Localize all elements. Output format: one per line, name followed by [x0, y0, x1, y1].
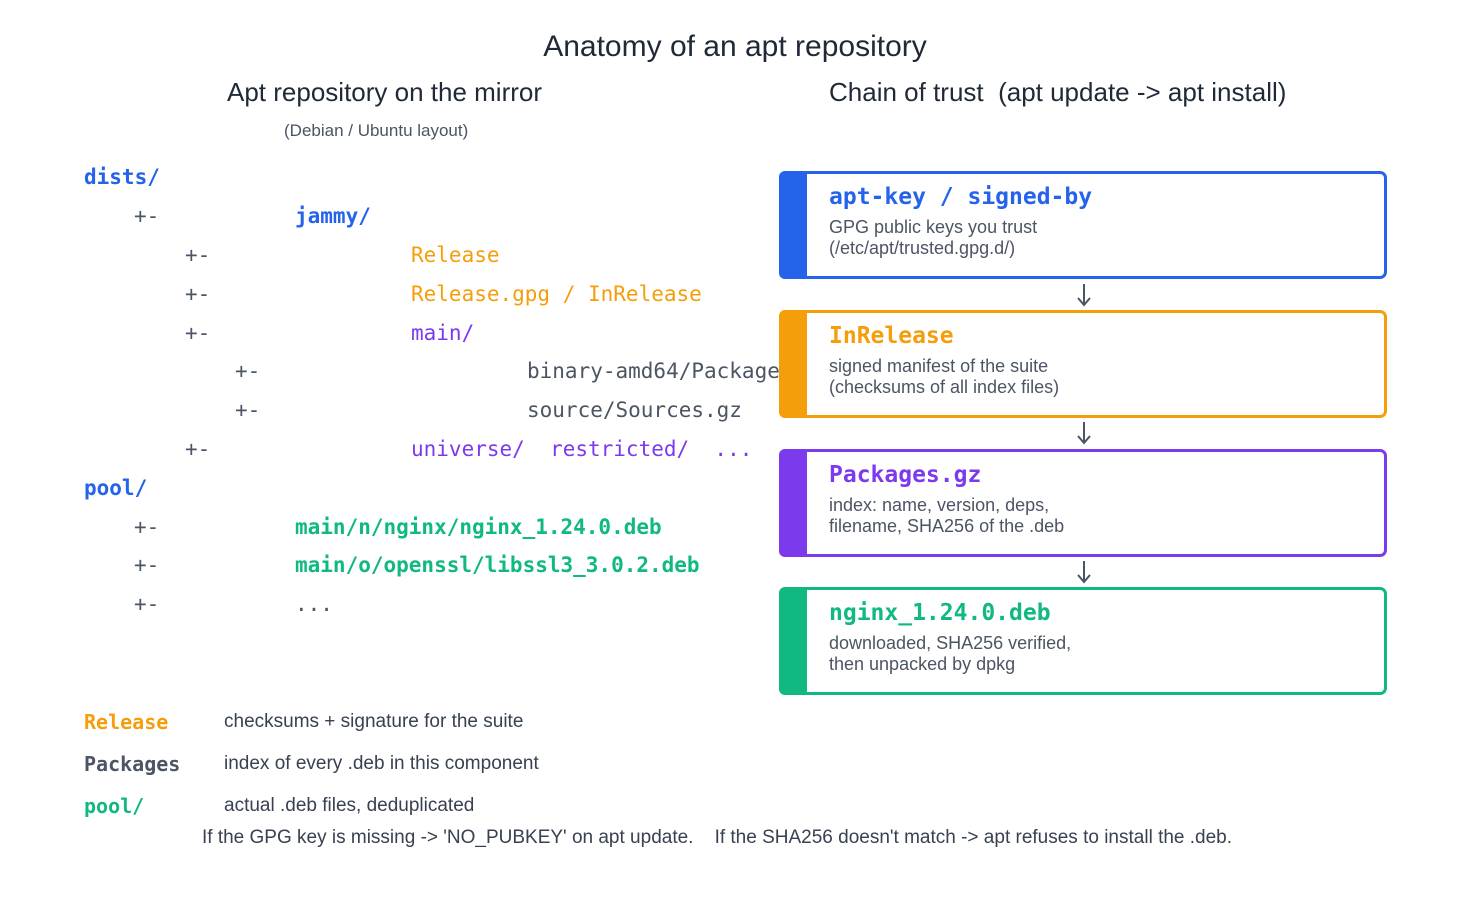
tree-node-dists: dists/ [84, 165, 160, 189]
tree-branch: +- [134, 553, 160, 577]
down-arrow-icon [1077, 422, 1091, 445]
down-arrow-icon [1077, 561, 1091, 584]
trust-card-keys: apt-key / signed-by GPG public keys you … [779, 171, 1387, 279]
tree-node-nginx-deb: main/n/nginx/nginx_1.24.0.deb [295, 515, 662, 539]
card-description: signed manifest of the suite (checksums … [829, 356, 1060, 397]
tree-node-libssl-deb: main/o/openssl/libssl3_3.0.2.deb [295, 553, 700, 577]
legend-desc-release: checksums + signature for the suite [224, 711, 524, 732]
card-description: index: name, version, deps, filename, SH… [829, 495, 1065, 536]
left-subheading: (Debian / Ubuntu layout) [284, 121, 469, 140]
right-heading: Chain of trust (apt update -> apt instal… [829, 77, 1287, 107]
tree-node-other-components: universe/ restricted/ ... [411, 437, 753, 461]
legend-key-pool: pool/ [84, 794, 145, 818]
card-description: GPG public keys you trust (/etc/apt/trus… [829, 217, 1038, 258]
card-accent-bar [779, 171, 807, 279]
tree-node-release-gpg: Release.gpg / InRelease [411, 282, 702, 306]
tree-branch: +- [134, 515, 160, 539]
tree-branch: +- [134, 592, 160, 616]
tree-branch: +- [185, 321, 211, 345]
card-title: apt-key / signed-by [829, 184, 1093, 210]
card-title: InRelease [829, 323, 954, 349]
card-title: Packages.gz [829, 462, 982, 488]
card-title: nginx_1.24.0.deb [829, 600, 1051, 626]
tree-node-jammy: jammy/ [295, 204, 371, 228]
page-title: Anatomy of an apt repository [543, 30, 927, 63]
legend-desc-packages: index of every .deb in this component [224, 753, 539, 774]
down-arrow-icon [1077, 284, 1091, 307]
card-accent-bar [779, 587, 807, 695]
tree-node-main: main/ [411, 321, 475, 345]
legend-key-packages: Packages [84, 752, 181, 776]
tree-branch: +- [134, 204, 160, 228]
footer-note: If the GPG key is missing -> 'NO_PUBKEY'… [202, 827, 1233, 848]
trust-card-deb: nginx_1.24.0.deb downloaded, SHA256 veri… [779, 587, 1387, 695]
tree-branch: +- [235, 359, 261, 383]
legend-desc-pool: actual .deb files, deduplicated [224, 795, 475, 816]
tree-branch: +- [235, 398, 261, 422]
trust-card-inrelease: InRelease signed manifest of the suite (… [779, 310, 1387, 418]
card-description: downloaded, SHA256 verified, then unpack… [829, 633, 1072, 674]
tree-node-release: Release [411, 243, 500, 267]
tree-node-ellipsis: ... [295, 592, 333, 616]
tree-branch: +- [185, 282, 211, 306]
tree-node-pool: pool/ [84, 476, 148, 500]
tree-node-sources-gz: source/Sources.gz [527, 398, 742, 422]
legend-key-release: Release [84, 710, 169, 734]
tree-branch: +- [185, 243, 211, 267]
tree-branch: +- [185, 437, 211, 461]
trust-card-packages: Packages.gz index: name, version, deps, … [779, 449, 1387, 557]
card-accent-bar [779, 310, 807, 418]
left-heading: Apt repository on the mirror [227, 77, 543, 107]
card-accent-bar [779, 449, 807, 557]
